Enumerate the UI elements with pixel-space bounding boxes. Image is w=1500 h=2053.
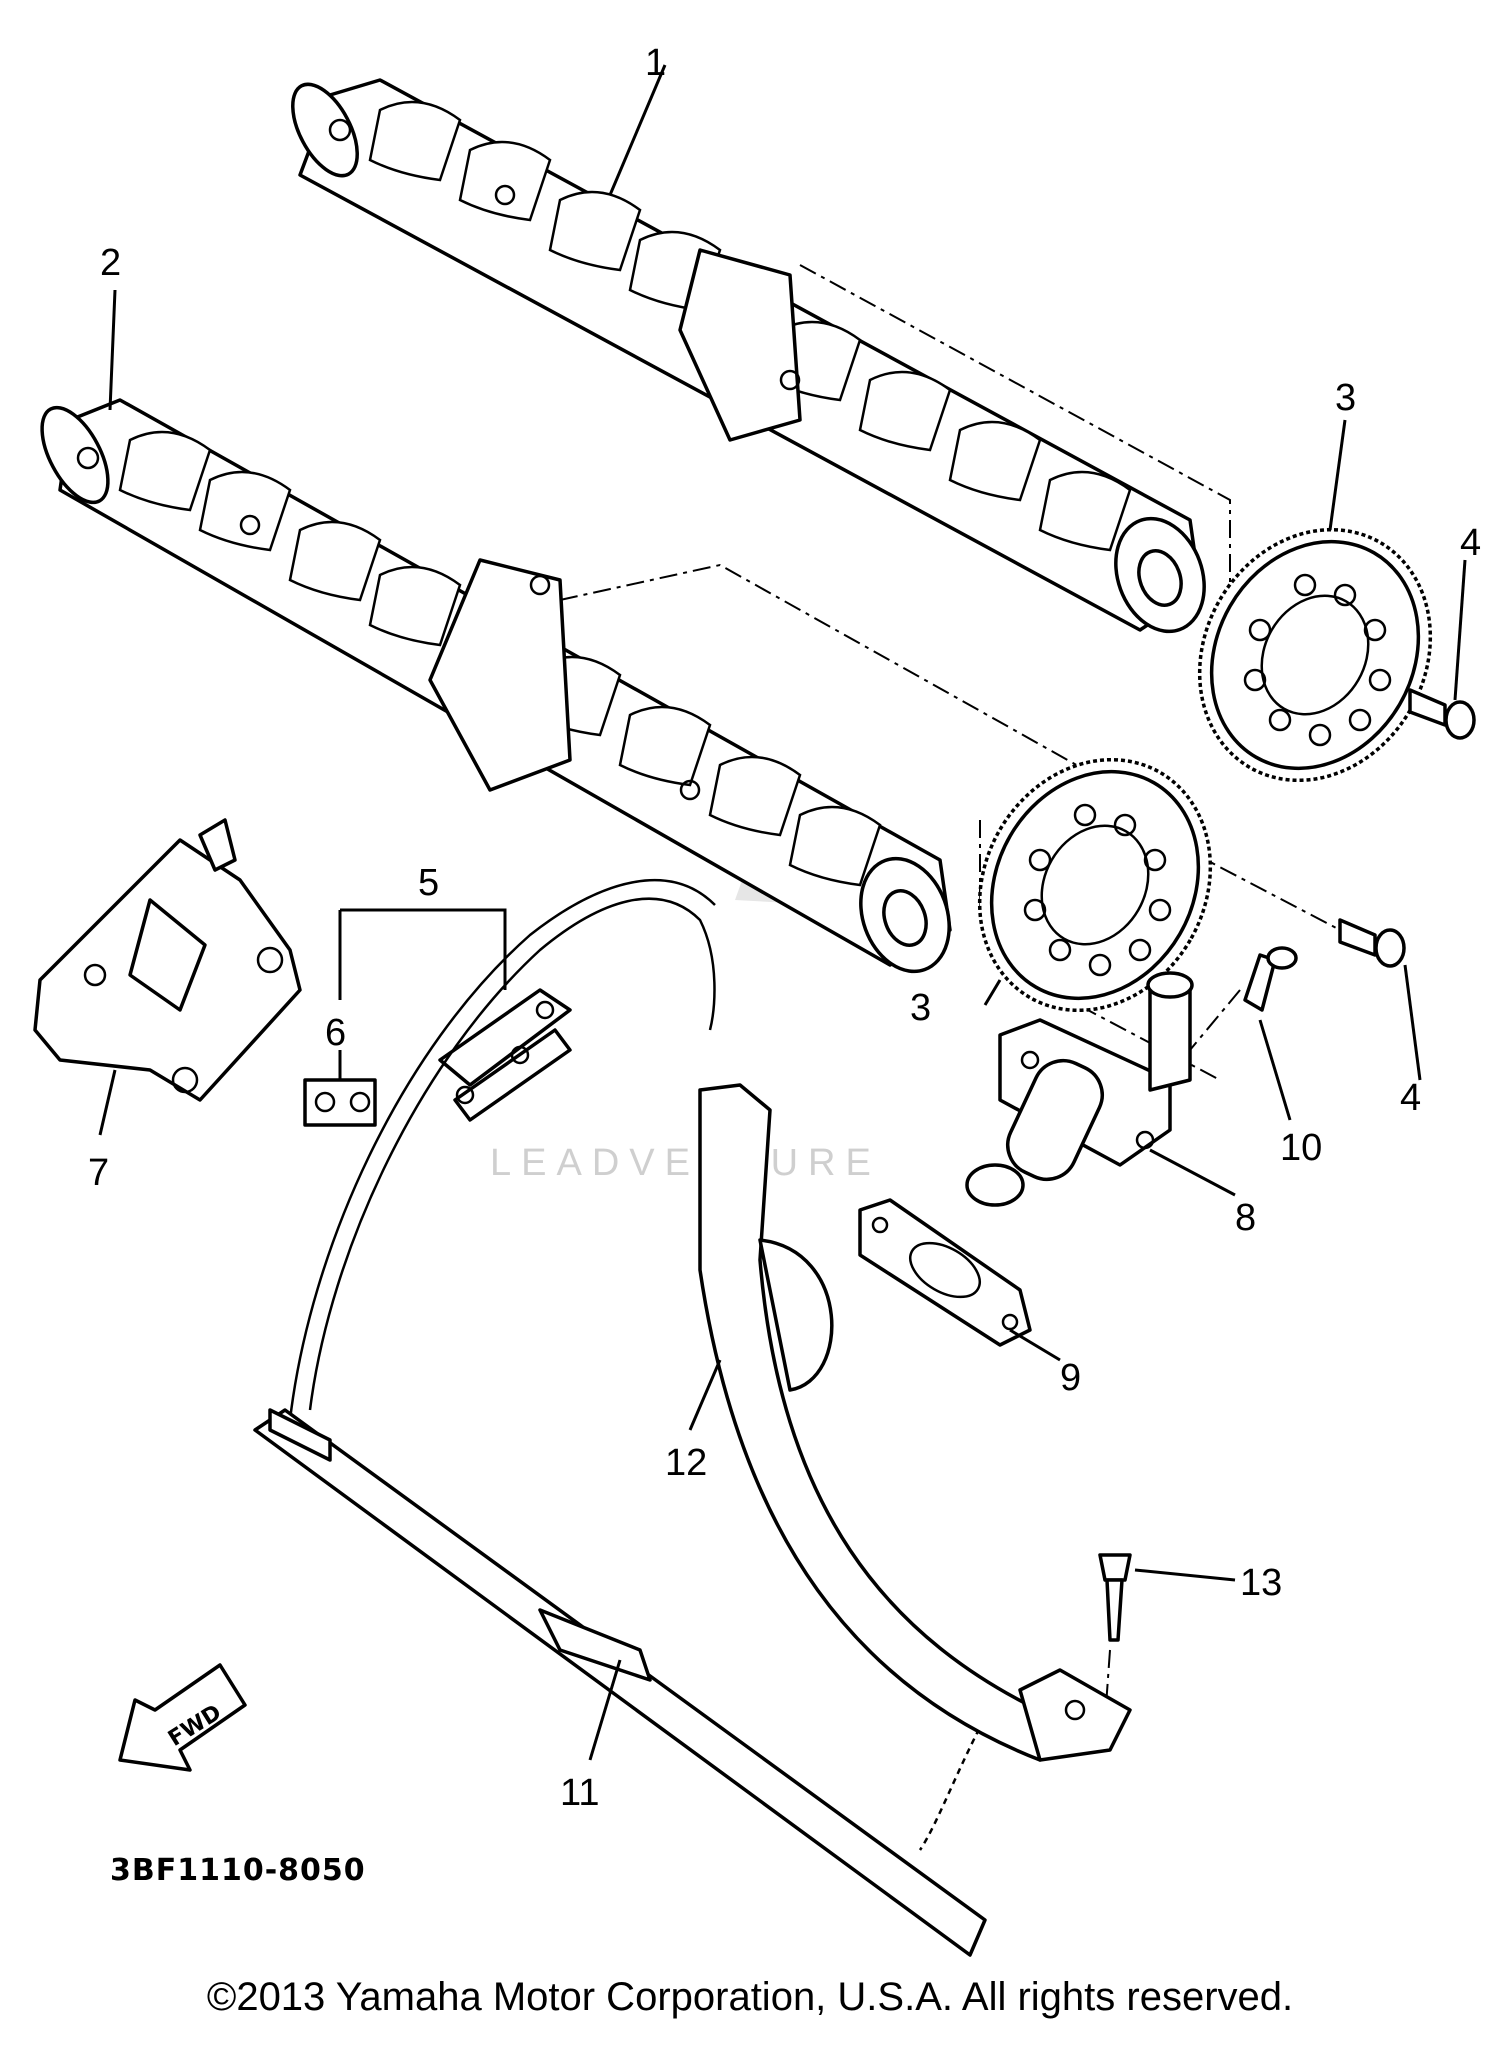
callout-9: 9 — [1060, 1357, 1081, 1399]
callout-leaders — [108, 64, 1467, 1081]
tensioner-8[interactable] — [965, 971, 1194, 1207]
chain-guide-12[interactable] — [698, 1083, 1132, 1762]
leader-9 — [1009, 1328, 1061, 1362]
gasket-9[interactable] — [858, 1198, 1032, 1347]
callout-4-lower: 4 — [1400, 1077, 1421, 1119]
callout-1: 1 — [645, 42, 666, 84]
leader-10 — [1258, 1019, 1292, 1121]
callout-12: 12 — [665, 1442, 707, 1484]
copyright-notice: ©2013 Yamaha Motor Corporation, U.S.A. A… — [206, 1975, 1294, 2019]
callout-10: 10 — [1280, 1127, 1322, 1169]
bolt-13[interactable] — [1098, 1553, 1132, 1642]
callout-13: 13 — [1240, 1562, 1282, 1604]
bracket-5 — [338, 908, 507, 1000]
leader-7 — [98, 1069, 117, 1136]
callout-3-lower: 3 — [910, 987, 931, 1029]
callout-6: 6 — [325, 1012, 346, 1054]
camshaft-2[interactable] — [29, 397, 965, 984]
leader-12 — [688, 1359, 722, 1431]
callout-labels: 1 2 3 3 4 4 5 6 7 8 9 10 11 12 13 — [88, 42, 1481, 1814]
chain-guide-11[interactable] — [253, 1408, 987, 1957]
leader-13 — [1134, 1568, 1236, 1582]
callout-8: 8 — [1235, 1197, 1256, 1239]
bolt-4-lower[interactable] — [1338, 918, 1406, 968]
callout-7: 7 — [88, 1152, 109, 1194]
callout-5: 5 — [418, 862, 439, 904]
chain-joint-5[interactable] — [438, 988, 572, 1122]
leader-11 — [588, 1659, 622, 1761]
callout-4-upper: 4 — [1460, 522, 1481, 564]
chain-link-6[interactable] — [303, 1078, 377, 1127]
bolt-10[interactable] — [1243, 946, 1298, 1012]
callout-11: 11 — [560, 1772, 599, 1814]
callout-3-upper: 3 — [1335, 377, 1356, 419]
camshaft-1[interactable] — [279, 74, 1219, 644]
callout-2: 2 — [100, 242, 121, 284]
leader-8 — [1149, 1148, 1236, 1197]
sprocket-lower[interactable] — [935, 717, 1256, 1052]
sprocket-upper[interactable] — [1155, 487, 1476, 822]
chain-guide-7[interactable] — [33, 818, 302, 1102]
forward-arrow: FWD — [118, 1663, 247, 1772]
bolt-4-upper[interactable] — [1408, 688, 1476, 740]
diagram-code: 3BF1110-8050 — [110, 1853, 366, 1888]
watermark-text: LEADVENTURE — [490, 1142, 881, 1184]
